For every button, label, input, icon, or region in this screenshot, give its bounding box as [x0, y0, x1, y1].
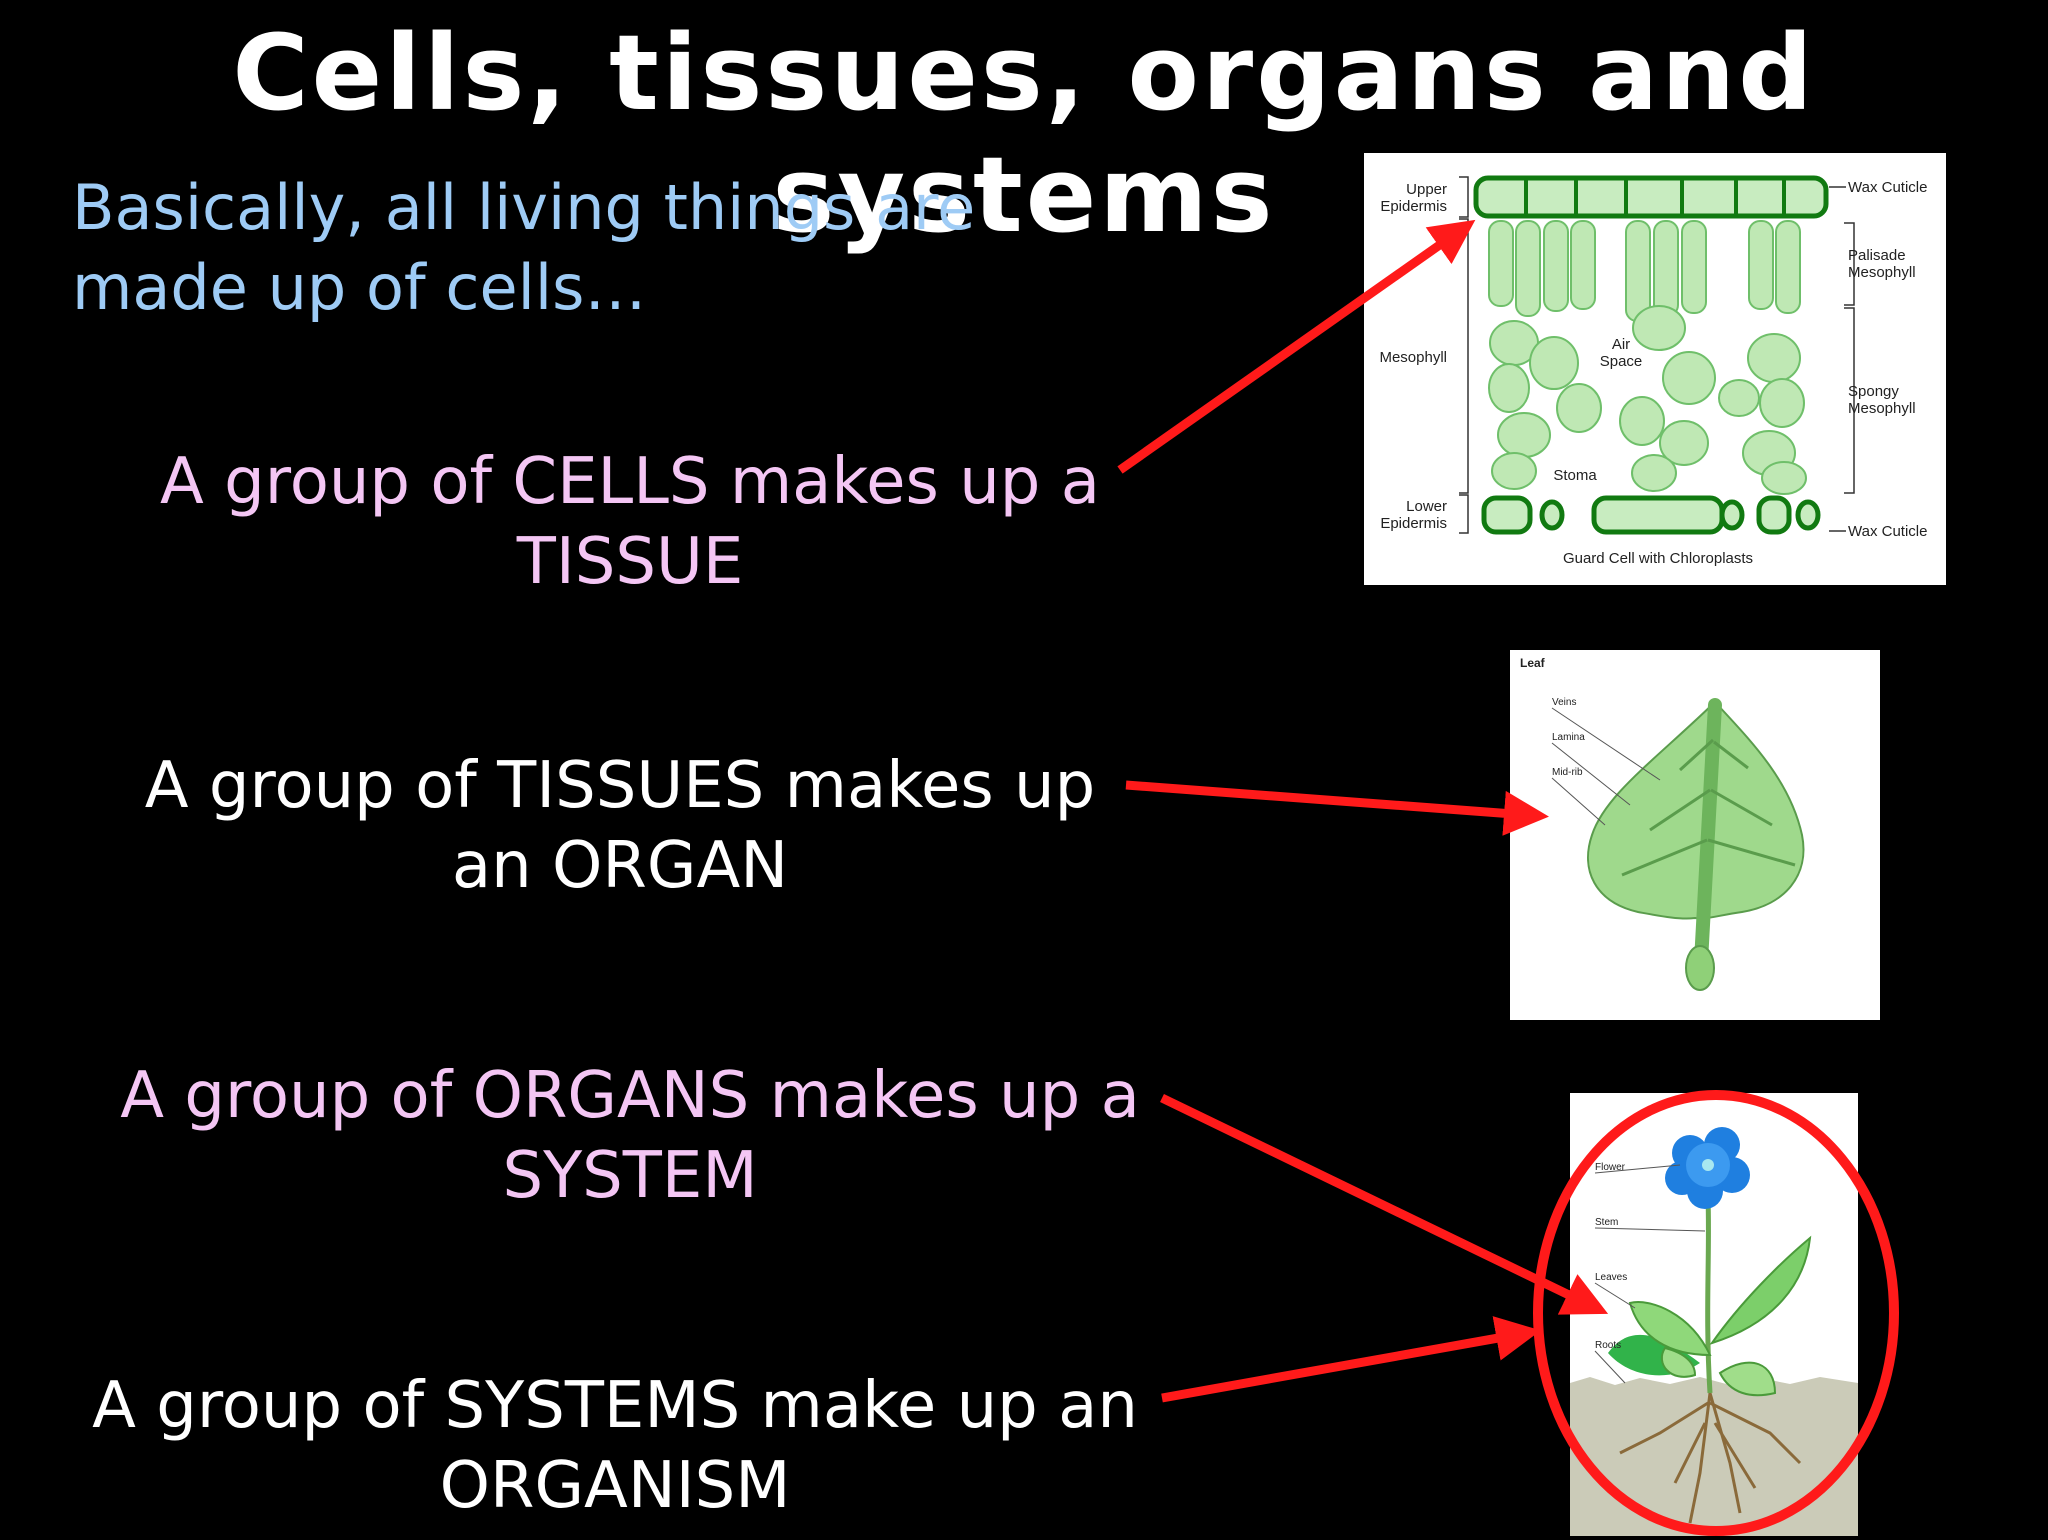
plant-image: Flower Stem Leaves Roots [1570, 1127, 1858, 1536]
label-roots: Roots [1595, 1340, 1621, 1351]
plant-diagram: Flower Stem Leaves Roots [1570, 1093, 1858, 1536]
spongy-cells [1488, 305, 1807, 495]
intro-text: Basically, all living things are made up… [72, 171, 976, 324]
statement-line: A group of TISSUES makes up [144, 749, 1096, 823]
roots-shape [1619, 1392, 1802, 1524]
flower-shape [1665, 1127, 1750, 1209]
plant-leaf-shape [1709, 1235, 1812, 1345]
label-spongy-1: Spongy [1848, 383, 1899, 400]
plant-leaf-shape [1718, 1361, 1777, 1397]
leaf-cross-section-diagram: Upper Epidermis Wax Cuticle Palisade Mes… [1364, 153, 1946, 585]
statement-tissues: A group of TISSUES makes up an ORGAN [110, 746, 1130, 906]
statement-line: A group of ORGANS makes up a [120, 1059, 1140, 1133]
arrow-cells-to-tissue [1117, 219, 1476, 474]
leaf-image: Leaf Veins Lamina Mid-rib [1520, 656, 1805, 991]
label-air-space-1: Air [1612, 336, 1630, 353]
leaf-cross-section-image: Upper Epidermis Wax Cuticle Palisade Mes… [1379, 175, 1927, 567]
label-leaves: Leaves [1595, 1272, 1627, 1283]
leaf-stalk-shape [1685, 945, 1715, 991]
label-midrib: Mid-rib [1552, 767, 1583, 778]
arrow-systems-to-organism [1161, 1316, 1541, 1403]
label-stoma: Stoma [1553, 467, 1597, 484]
label-lower-epidermis-2: Epidermis [1380, 515, 1447, 532]
label-stem: Stem [1595, 1217, 1618, 1228]
statement-cells: A group of CELLS makes up a TISSUE [120, 442, 1140, 602]
label-upper-epidermis-1: Upper [1406, 181, 1447, 198]
statement-line: an ORGAN [451, 829, 789, 903]
label-palisade-2: Mesophyll [1848, 264, 1916, 281]
plant-leaf-shape [1660, 1346, 1697, 1378]
statement-line: A group of CELLS makes up a [160, 445, 1100, 519]
statement-organs: A group of ORGANS makes up a SYSTEM [110, 1056, 1150, 1216]
label-lower-epidermis-1: Lower [1406, 498, 1447, 515]
label-upper-epidermis-2: Epidermis [1380, 198, 1447, 215]
label-mesophyll: Mesophyll [1379, 349, 1447, 366]
label-flower: Flower [1595, 1162, 1626, 1173]
label-guard-cell: Guard Cell with Chloroplasts [1563, 550, 1753, 567]
statement-line: TISSUE [516, 525, 744, 599]
label-spongy-2: Mesophyll [1848, 400, 1916, 417]
leaf-veins-shape [1621, 738, 1796, 877]
palisade-cells [1488, 220, 1801, 322]
arrow-tissues-to-organ [1125, 780, 1549, 836]
stem-shape [1705, 1197, 1713, 1394]
organism-highlight-ellipse [1533, 1090, 1899, 1536]
label-wax-cuticle-bottom: Wax Cuticle [1848, 523, 1927, 540]
statement-line: A group of SYSTEMS make up an [92, 1369, 1138, 1443]
label-wax-cuticle-top: Wax Cuticle [1848, 179, 1927, 196]
lower-epidermis-cells [1481, 495, 1821, 535]
arrow-organs-to-system [1160, 1093, 1609, 1315]
leaf-blade-shape [1587, 700, 1805, 920]
soil-shape [1570, 1377, 1858, 1536]
leaf-organ-diagram: Leaf Veins Lamina Mid-rib [1510, 650, 1880, 1020]
label-leaf-title: Leaf [1520, 656, 1546, 670]
label-palisade-1: Palisade [1848, 247, 1906, 264]
label-brackets [1459, 176, 1855, 534]
statement-line: SYSTEM [502, 1139, 758, 1213]
leaf-midrib-shape [1693, 698, 1722, 987]
leaf-label-lines [1551, 707, 1661, 826]
label-veins: Veins [1552, 697, 1576, 708]
plant-leaf-shape [1628, 1301, 1712, 1357]
plant-label-lines [1594, 1164, 1706, 1384]
upper-epidermis-cells [1473, 175, 1829, 219]
label-air-space-2: Space [1600, 353, 1643, 370]
slide-title: Cells, tissues, organs and systems [232, 12, 1816, 256]
statement-systems: A group of SYSTEMS make up an ORGANISM [70, 1366, 1160, 1526]
label-lamina: Lamina [1552, 732, 1585, 743]
statement-line: ORGANISM [439, 1449, 791, 1523]
